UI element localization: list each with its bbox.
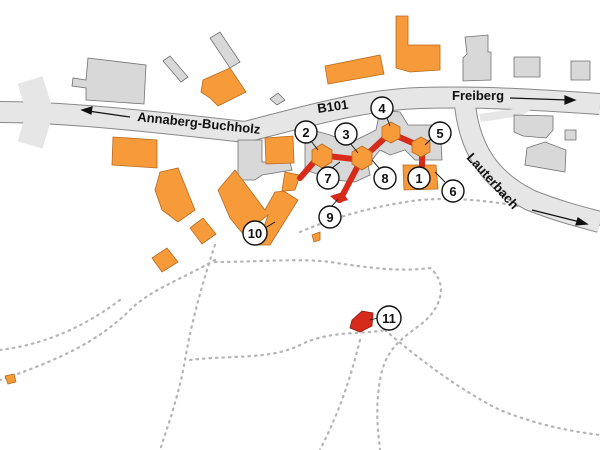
roads (0, 76, 600, 233)
highlighted-buildings (4, 15, 441, 385)
marker-label: 9 (326, 210, 333, 225)
marker-8[interactable]: 8 (373, 166, 397, 190)
marker-7[interactable]: 7 (316, 166, 340, 190)
marker-11[interactable]: 11 (376, 305, 402, 331)
marker-label: 8 (381, 171, 388, 186)
marker-label: 3 (342, 127, 349, 142)
route-end-9 (330, 192, 348, 203)
marker-1[interactable]: 1 (407, 166, 431, 190)
marker-4[interactable]: 4 (370, 96, 394, 120)
marker-label: 10 (248, 226, 262, 241)
road-label-b101: B101 (316, 97, 349, 116)
marker-9[interactable]: 9 (318, 205, 342, 229)
marker-5[interactable]: 5 (428, 121, 452, 145)
direction-arrows (80, 95, 589, 226)
marker-label: 4 (378, 101, 386, 116)
marker-3[interactable]: 3 (334, 122, 358, 146)
road-label-annaberg-buchholz: Annaberg-Buchholz (137, 109, 262, 137)
marker-label: 11 (382, 311, 396, 326)
marker-label: 6 (449, 184, 456, 199)
marker-10[interactable]: 10 (242, 220, 268, 246)
site-11 (349, 310, 374, 333)
road-label-freiberg: Freiberg (452, 88, 504, 103)
marker-label: 5 (436, 126, 443, 141)
marker-label: 7 (324, 171, 331, 186)
marker-label: 2 (302, 125, 309, 140)
marker-label: 1 (415, 171, 422, 186)
marker-2[interactable]: 2 (294, 120, 318, 144)
marker-6[interactable]: 6 (441, 179, 465, 203)
road-label-lauterbach: Lauterbach (464, 150, 522, 212)
